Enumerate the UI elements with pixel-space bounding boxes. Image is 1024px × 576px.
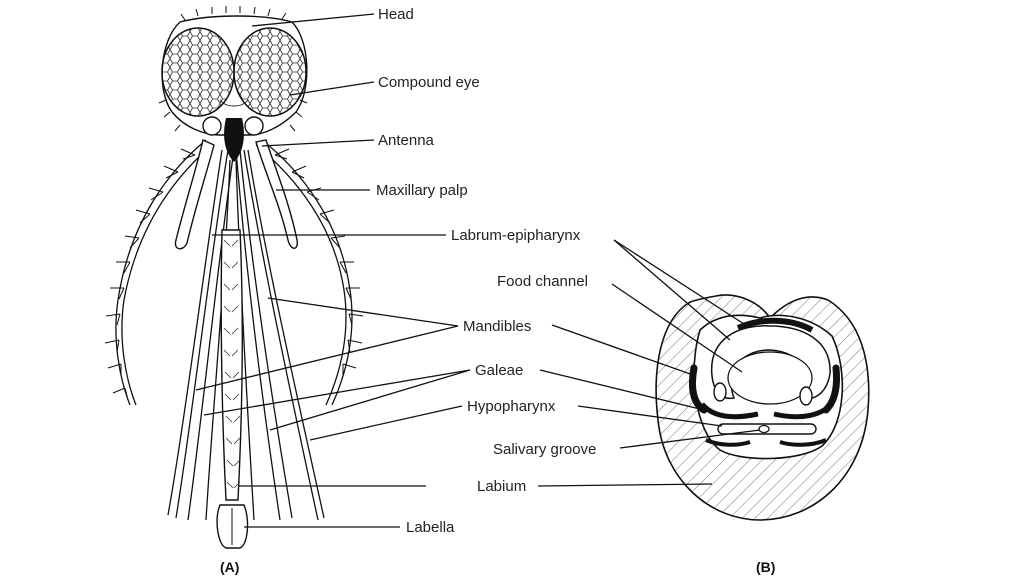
right-maxillary-palp [255,139,299,249]
label-labrum-epipharynx: Labrum-epipharynx [451,227,581,244]
right-compound-eye [233,27,307,117]
label-antenna: Antenna [378,132,435,149]
caption-a: (A) [220,559,239,575]
label-salivary-groove: Salivary groove [493,441,596,458]
left-mandible-section [688,364,708,414]
proboscis-stylets [167,149,325,521]
label-galeae: Galeae [475,362,523,379]
labels: Head Compound eye Antenna Maxillary palp… [220,6,775,575]
caption-b: (B) [756,559,775,575]
leader-lines-a [195,13,471,528]
left-antenna [104,139,213,406]
labium-sheath [220,229,243,501]
left-maxillary-palp [174,139,215,250]
salivary-groove-section [758,424,770,434]
left-galea-section [700,402,759,420]
label-food-channel: Food channel [497,273,588,290]
label-head: Head [378,6,414,23]
label-hypopharynx: Hypopharynx [467,398,556,415]
leader-lines-b [537,239,761,487]
label-labella: Labella [406,519,455,536]
right-galea-section [773,402,834,420]
figure-b-cross-section [655,294,870,521]
clypeus [224,118,244,162]
label-labium: Labium [477,478,526,495]
label-maxillary-palp: Maxillary palp [376,182,468,199]
label-compound-eye: Compound eye [378,74,480,91]
right-antenna [255,139,364,406]
figure-a-mosquito-head [104,6,364,549]
food-channel-lumen [727,351,813,405]
label-mandibles: Mandibles [463,318,531,335]
